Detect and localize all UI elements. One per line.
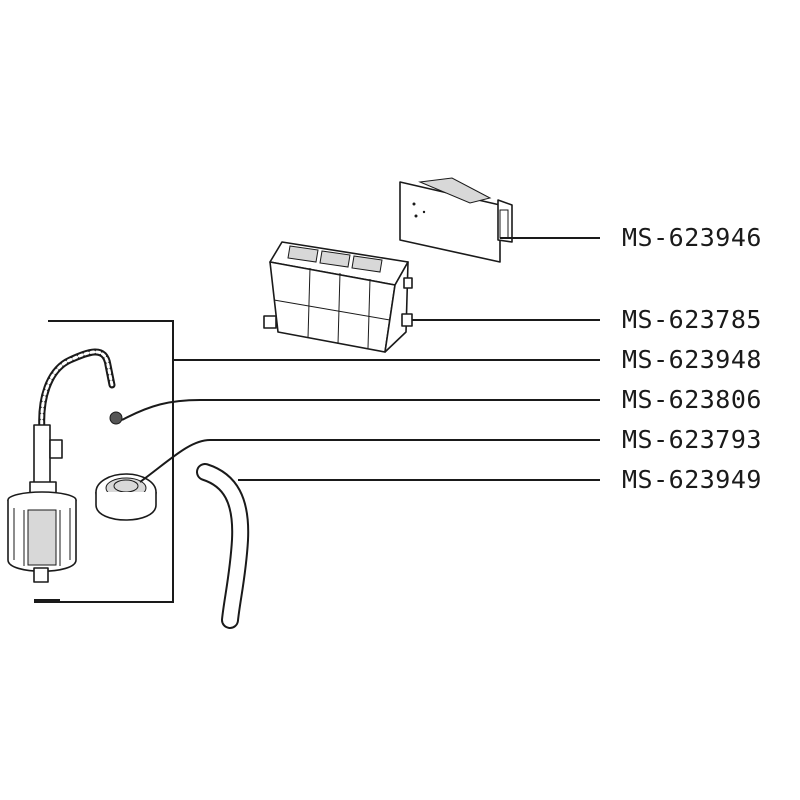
part-label-6: MS-623949 — [622, 465, 762, 494]
part-label-1: MS-623946 — [622, 223, 762, 252]
leader-line-4 — [121, 399, 600, 421]
housing-box-part — [263, 241, 413, 353]
leader-line-5 — [139, 439, 600, 483]
part-label-2: MS-623785 — [622, 305, 762, 334]
board-hole — [422, 210, 426, 214]
part-label-3: MS-623948 — [622, 345, 762, 374]
board-hole — [412, 202, 416, 206]
part-label-4: MS-623806 — [622, 385, 762, 414]
part-label-5: MS-623793 — [622, 425, 762, 454]
seal-ring-part — [95, 473, 157, 521]
circuit-board-part — [399, 177, 513, 263]
pump-assembly-bracket — [34, 320, 174, 603]
pump-assembly-part — [7, 348, 116, 601]
ball-part — [109, 411, 123, 425]
board-hole — [414, 214, 418, 218]
